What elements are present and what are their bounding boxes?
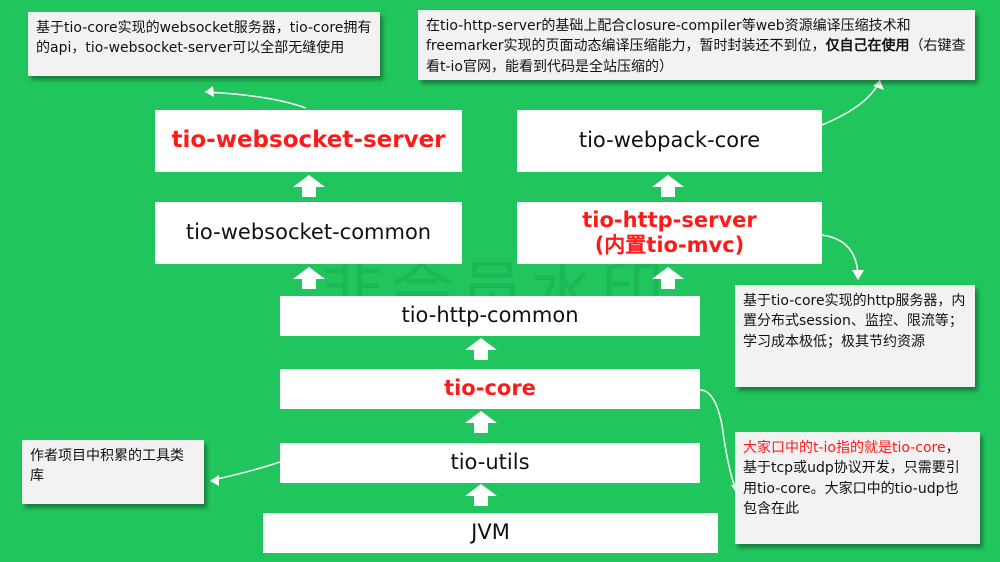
- arrowhead-websocket-note: [205, 86, 214, 97]
- box-jvm-label: JVM: [471, 520, 510, 545]
- up-arrow-jvm-utils: [465, 484, 497, 506]
- up-arrow-http-common-http-server: [652, 267, 684, 289]
- box-tio-http-common-label: tio-http-common: [401, 303, 579, 328]
- up-arrow-core-http-common: [465, 338, 497, 360]
- box-tio-core-label: tio-core: [444, 376, 536, 401]
- box-tio-http-server-label-line2: (内置tio-mvc): [594, 233, 745, 257]
- note-webpack-core: 在tio-http-server的基础上配合closure-compiler等w…: [418, 10, 975, 80]
- note-tio-core-text: ，基于tcp或udp协议开发，只需要引用tio-core。大家口中的tio-ud…: [743, 440, 960, 517]
- up-arrow-websocket-common-websocket-server: [293, 175, 325, 197]
- note-tio-utils-text: 作者项目中积累的工具类库: [30, 448, 184, 485]
- note-http-server-text: 基于tio-core实现的http服务器，内置分布式session、监控、限流等…: [743, 293, 966, 350]
- box-tio-http-server-label-line1: tio-http-server: [582, 207, 757, 232]
- box-tio-webpack-core-label: tio-webpack-core: [578, 128, 761, 153]
- box-tio-websocket-server-label: tio-websocket-server: [171, 127, 446, 154]
- box-tio-core: tio-core: [280, 369, 700, 409]
- note-websocket-server: 基于tio-core实现的websocket服务器，tio-core拥有的api…: [28, 12, 380, 76]
- note-webpack-core-text-1: 在tio-http-server的基础上配合closure-compiler等w…: [426, 18, 911, 55]
- arrowhead-webpack-note: [873, 80, 884, 90]
- box-jvm: JVM: [263, 513, 718, 553]
- note-websocket-server-text: 基于tio-core实现的websocket服务器，tio-core拥有的api…: [36, 20, 372, 57]
- note-webpack-core-bold: 仅自己在使用: [825, 38, 910, 55]
- connector-websocket-server-note: [204, 91, 307, 109]
- box-tio-websocket-common-label: tio-websocket-common: [185, 220, 432, 245]
- connector-webpack-core-note: [821, 79, 881, 126]
- connector-core-note: [699, 389, 737, 491]
- box-tio-utils-label: tio-utils: [450, 450, 530, 475]
- box-tio-websocket-common: tio-websocket-common: [155, 202, 462, 264]
- box-tio-http-server: tio-http-server (内置tio-mvc): [517, 202, 822, 264]
- connector-utils-note: [211, 461, 281, 481]
- box-tio-websocket-server: tio-websocket-server: [155, 110, 462, 172]
- connector-http-server-note: [821, 234, 859, 279]
- box-tio-utils: tio-utils: [280, 443, 700, 483]
- up-arrow-utils-core: [465, 411, 497, 433]
- up-arrow-http-server-webpack-core: [652, 175, 684, 197]
- note-tio-core-red-text: 大家口中的t-io指的就是tio-core: [743, 440, 946, 456]
- arrowhead-utils-note: [210, 475, 219, 486]
- note-tio-core: 大家口中的t-io指的就是tio-core，基于tcp或udp协议开发，只需要引…: [735, 432, 980, 544]
- note-http-server: 基于tio-core实现的http服务器，内置分布式session、监控、限流等…: [735, 285, 975, 387]
- note-tio-utils: 作者项目中积累的工具类库: [22, 440, 204, 504]
- note-webpack-core-text-2: （右键查看t-io官网，能看到代码是全站压缩的）: [426, 38, 966, 75]
- box-tio-webpack-core: tio-webpack-core: [517, 110, 822, 172]
- box-tio-http-common: tio-http-common: [280, 296, 700, 336]
- arrowhead-http-server-note: [852, 270, 864, 280]
- up-arrow-http-common-websocket-common: [293, 267, 325, 289]
